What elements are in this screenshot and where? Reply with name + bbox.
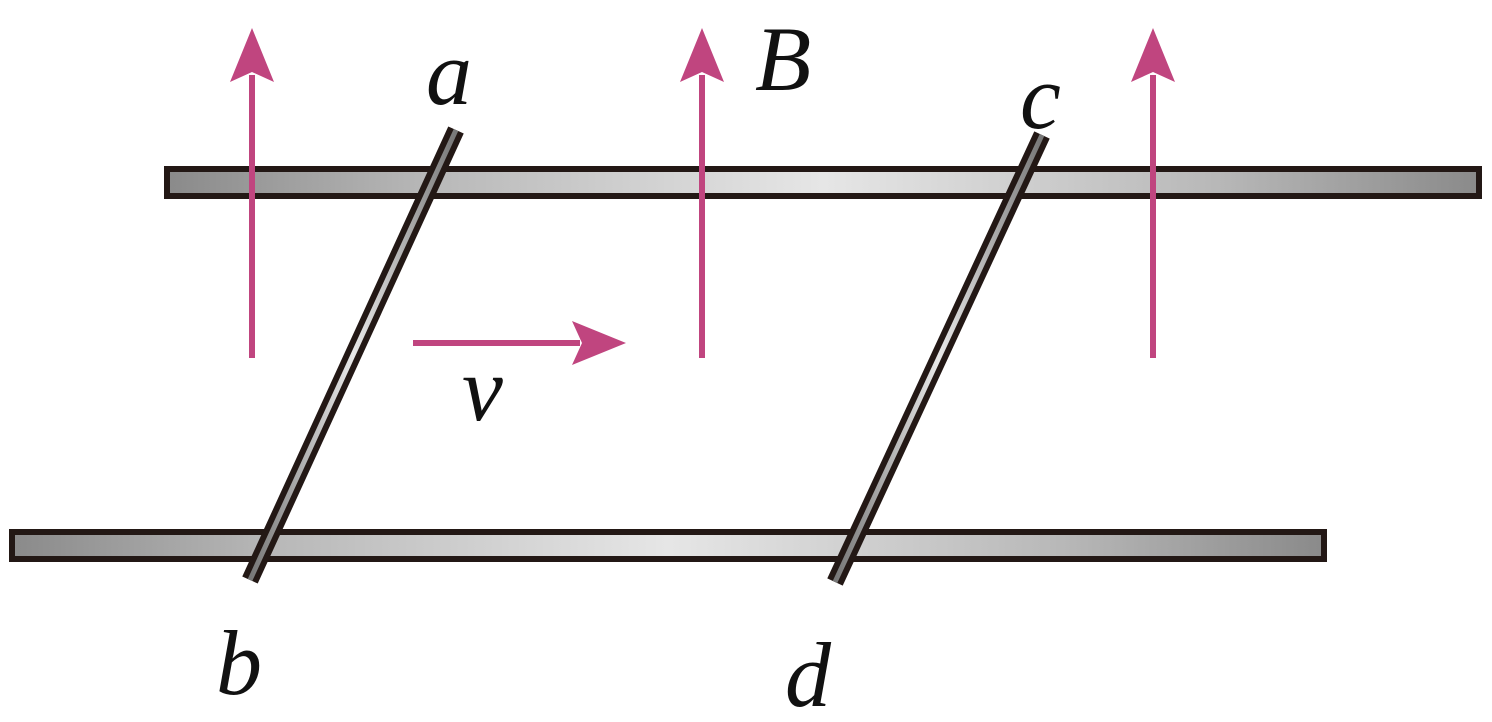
upper-rail	[164, 166, 1482, 199]
label-a: a	[426, 22, 472, 124]
label-b: b	[216, 612, 262, 714]
label-d: d	[785, 624, 832, 722]
rod-cd	[827, 131, 1050, 586]
label-c: c	[1020, 46, 1061, 148]
lower-rail	[9, 529, 1327, 562]
rod-ab	[242, 126, 464, 584]
label-velocity: v	[462, 338, 503, 440]
velocity-arrow-icon	[413, 321, 626, 365]
magnetic-field-arrow-icon	[680, 28, 724, 358]
label-field-b: B	[755, 8, 811, 110]
magnetic-field-arrow-icon	[1131, 28, 1175, 358]
magnetic-field-arrow-icon	[230, 28, 274, 358]
